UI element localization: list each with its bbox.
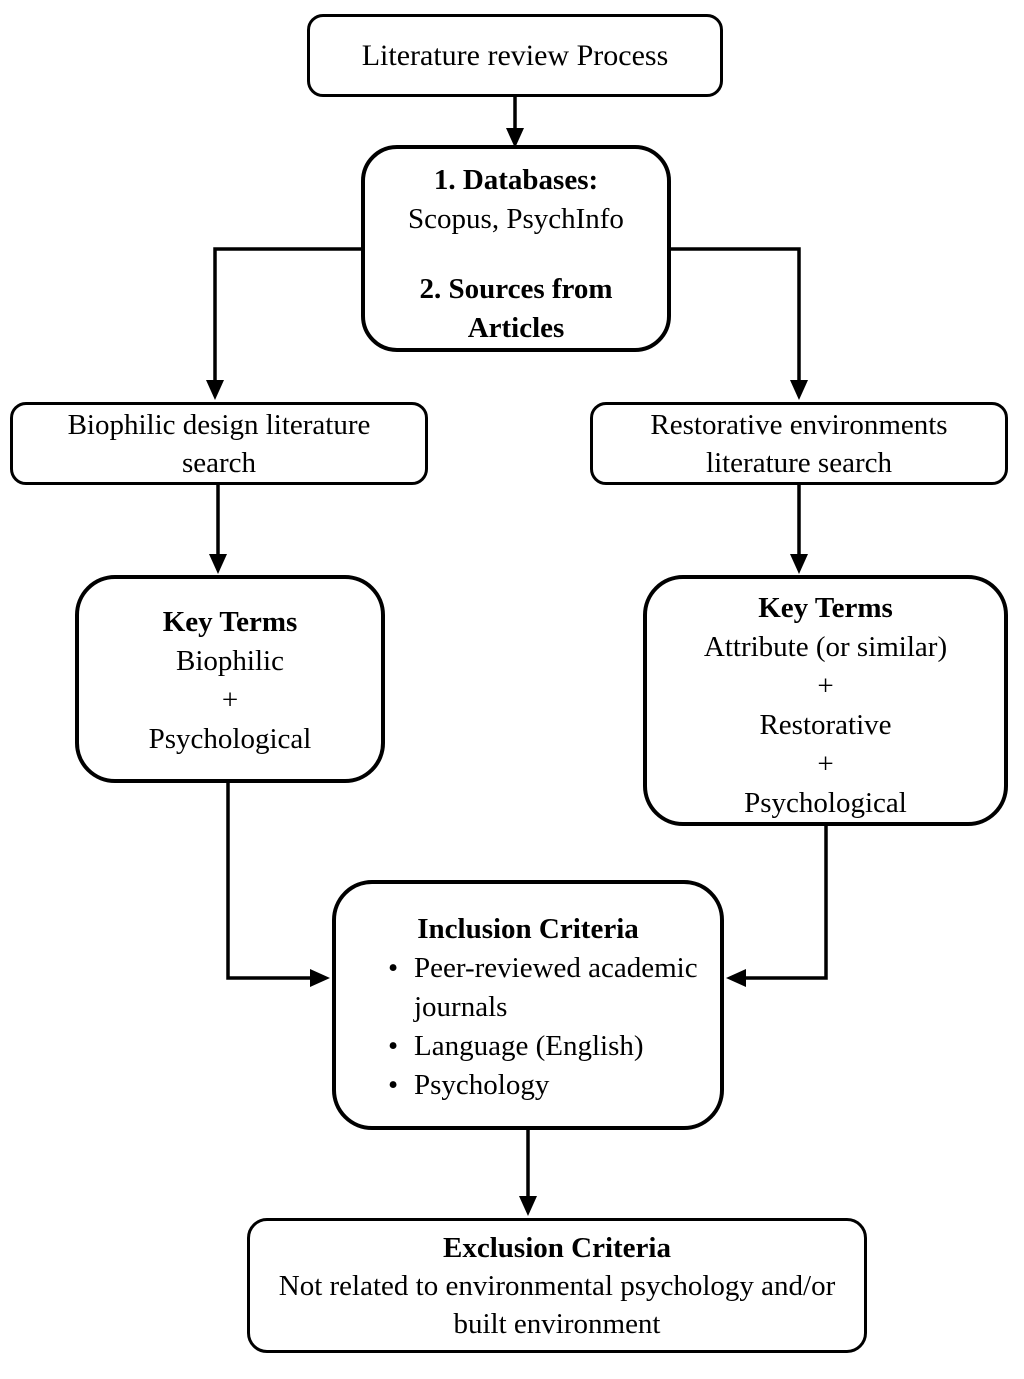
arrowhead-right-icon [310, 969, 330, 987]
node-biophilic-literature-search: Biophilic design literature search [10, 402, 428, 485]
key-term: Psychological [148, 723, 312, 755]
connector-right-keyterms-to-inclusion [738, 826, 828, 980]
databases-list: Scopus, PsychInfo [408, 203, 624, 235]
arrowheads [206, 128, 808, 1216]
inclusion-criteria-title: Inclusion Criteria [417, 913, 639, 945]
plus-separator: + [221, 684, 239, 716]
key-term: Psychological [744, 787, 907, 819]
bullet-text: Peer-reviewed academic journals [414, 952, 698, 1023]
restorative-search-label: Restorative environments literature sear… [650, 408, 948, 479]
plus-separator: + [817, 670, 834, 702]
bullet-text: Language (English) [414, 1030, 644, 1062]
bullet-text: Psychology [414, 1069, 550, 1101]
node-literature-review-process: Literature review Process [307, 14, 723, 97]
node-databases-and-sources: 1. Databases: Scopus, PsychInfo 2. Sourc… [361, 145, 671, 352]
connector-sources-to-left-search [213, 247, 363, 390]
connector-left-keyterms-to-inclusion [226, 783, 318, 980]
key-terms-title: Key Terms [162, 606, 298, 638]
bullet-item: • Peer-reviewed academic journals [388, 949, 706, 1027]
sources-heading-line2: Articles [467, 312, 565, 344]
title-box-label: Literature review Process [361, 39, 669, 72]
arrowhead-down-icon [519, 1196, 537, 1216]
arrowhead-down-icon [209, 554, 227, 574]
node-exclusion-criteria: Exclusion Criteria Not related to enviro… [247, 1218, 867, 1353]
key-term: Restorative [759, 709, 892, 741]
exclusion-criteria-title: Exclusion Criteria [443, 1231, 671, 1264]
exclusion-criteria-text: Not related to environmental psychology … [278, 1269, 836, 1340]
arrowhead-left-icon [726, 969, 746, 987]
arrowhead-down-icon [206, 380, 224, 400]
bullet-dot-icon: • [388, 952, 399, 984]
connector-sources-to-right-search [669, 247, 801, 390]
biophilic-search-label: Biophilic design literature search [67, 408, 371, 479]
bullet-dot-icon: • [388, 1030, 399, 1062]
plus-separator: + [817, 748, 834, 780]
bullet-dot-icon: • [388, 1069, 399, 1101]
databases-heading: 1. Databases: [433, 164, 599, 196]
node-restorative-literature-search: Restorative environments literature sear… [590, 402, 1008, 485]
node-key-terms-restorative: Key Terms Attribute (or similar) + Resto… [643, 575, 1008, 826]
sources-heading-line1: 2. Sources from [419, 273, 613, 305]
connector-lines [213, 97, 828, 1204]
arrowhead-down-icon [506, 128, 524, 148]
key-term: Attribute (or similar) [703, 631, 948, 663]
inclusion-bullet-list: • Peer-reviewed academic journals • Lang… [336, 949, 720, 1105]
bullet-item: • Psychology [388, 1066, 706, 1105]
arrowhead-down-icon [790, 554, 808, 574]
bullet-item: • Language (English) [388, 1027, 706, 1066]
key-terms-title: Key Terms [758, 592, 893, 624]
node-key-terms-biophilic: Key Terms Biophilic + Psychological [75, 575, 385, 783]
key-term: Biophilic [176, 645, 284, 677]
node-inclusion-criteria: Inclusion Criteria • Peer-reviewed acade… [332, 880, 724, 1130]
arrowhead-down-icon [790, 380, 808, 400]
